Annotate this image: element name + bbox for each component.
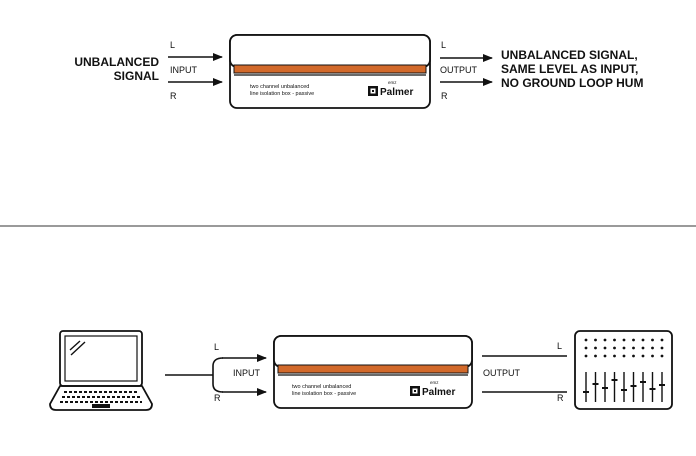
top-input-label: INPUT xyxy=(170,65,198,75)
console-knob xyxy=(594,346,597,350)
bottom-output-right-label: R xyxy=(557,393,564,403)
top-result-line3: NO GROUND LOOP HUM xyxy=(501,76,643,90)
console-knob xyxy=(651,338,654,342)
console-knob xyxy=(641,354,645,358)
console-knob xyxy=(641,338,645,342)
console-knob xyxy=(651,354,654,358)
console-knob xyxy=(651,346,654,350)
top-result-line2: SAME LEVEL AS INPUT, xyxy=(501,62,638,76)
console-knob xyxy=(660,354,664,358)
console-knob xyxy=(613,354,616,358)
bottom-brand: Palmer xyxy=(422,387,455,398)
top-device-desc-line2: line isolation box - passive xyxy=(250,91,314,97)
top-accent-strip xyxy=(233,64,427,74)
top-brand: Palmer xyxy=(380,87,413,98)
top-source-label-line2: SIGNAL xyxy=(114,69,159,83)
bottom-input-right-label: R xyxy=(214,393,221,403)
bottom-diagram: L INPUT R two channel unbalanced line is… xyxy=(49,330,673,411)
console-knob xyxy=(632,346,635,350)
palmer-logo-icon xyxy=(410,386,420,396)
top-input-right-label: R xyxy=(170,91,177,101)
console-knob xyxy=(660,346,664,350)
bottom-input-split xyxy=(212,357,224,393)
palmer-logo-icon xyxy=(368,86,378,96)
bottom-isolation-box: two channel unbalanced line isolation bo… xyxy=(273,335,473,409)
console-knob xyxy=(603,338,607,342)
console-knob xyxy=(584,346,588,350)
console-knob xyxy=(622,354,626,358)
top-brand-small: emz xyxy=(388,80,397,85)
console-knob xyxy=(584,354,588,358)
top-device-desc-line1: two channel unbalanced xyxy=(250,84,309,90)
console-knob xyxy=(632,338,635,342)
bottom-input-label: INPUT xyxy=(233,368,261,378)
top-source-label-line1: UNBALANCED xyxy=(74,55,159,69)
console-knob xyxy=(660,338,664,342)
bottom-device-desc-line1: two channel unbalanced xyxy=(292,384,351,390)
bottom-device-desc-line2: line isolation box - passive xyxy=(292,391,356,397)
laptop-icon xyxy=(49,330,153,411)
console-knob xyxy=(622,346,626,350)
console-knob xyxy=(622,338,626,342)
top-input-left-label: L xyxy=(170,40,175,50)
console-knob xyxy=(613,346,616,350)
bottom-input-left-label: L xyxy=(214,342,219,352)
bottom-output-label: OUTPUT xyxy=(483,368,521,378)
console-knob xyxy=(632,354,635,358)
top-output-left-label: L xyxy=(441,40,446,50)
console-knob xyxy=(603,354,607,358)
bottom-accent-strip xyxy=(277,364,469,374)
top-output-right-label: R xyxy=(441,91,448,101)
console-knob xyxy=(594,338,597,342)
console-knob xyxy=(584,338,588,342)
top-output-label: OUTPUT xyxy=(440,65,478,75)
top-diagram: UNBALANCED SIGNAL L INPUT R two channel … xyxy=(74,34,643,109)
bottom-brand-small: emz xyxy=(430,380,439,385)
console-knob xyxy=(594,354,597,358)
top-isolation-box: two channel unbalanced line isolation bo… xyxy=(229,34,431,109)
console-knob xyxy=(613,338,616,342)
top-result-line1: UNBALANCED SIGNAL, xyxy=(501,48,638,62)
console-knob xyxy=(603,346,607,350)
mixing-console-icon xyxy=(574,330,673,410)
console-knob xyxy=(641,346,645,350)
bottom-output-left-label: L xyxy=(557,341,562,351)
